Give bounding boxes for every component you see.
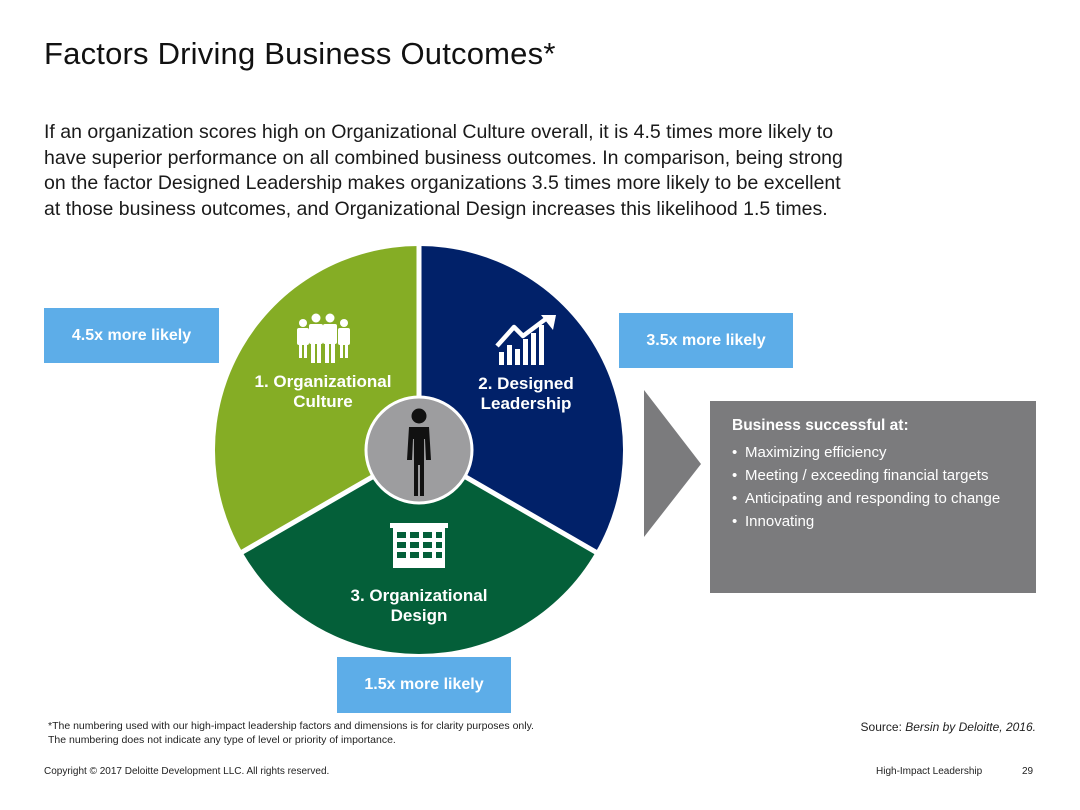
intro-line: If an organization scores high on Organi… <box>44 121 834 143</box>
callout-culture: 4.5x more likely <box>44 308 219 363</box>
outcome-item: Meeting / exceeding financial targets <box>732 466 1016 485</box>
outcomes-box: Business successful at: Maximizing effic… <box>710 401 1036 593</box>
person-icon <box>407 408 431 496</box>
source-prefix: Source: <box>860 720 906 734</box>
footnote: *The numbering used with our high-impact… <box>48 720 534 746</box>
segment-label-design: Design <box>391 606 448 625</box>
footer-title: High-Impact Leadership <box>876 766 983 777</box>
segment-label-leadership: 2. Designed <box>478 374 573 393</box>
outcome-item: Anticipating and responding to change <box>732 489 1016 508</box>
segment-label-culture: 1. Organizational <box>255 372 392 391</box>
callout-design: 1.5x more likely <box>337 657 511 713</box>
source-citation: Source: Bersin by Deloitte, 2016. <box>861 720 1036 734</box>
intro-line: have superior performance on all combine… <box>44 146 843 169</box>
segment-label-culture: Culture <box>293 392 353 411</box>
outcomes-list: Maximizing efficiency Meeting / exceedin… <box>732 443 1016 531</box>
segment-culture <box>214 246 419 552</box>
segment-leadership <box>419 246 624 552</box>
callout-leadership: 3.5x more likely <box>619 313 793 368</box>
building-icon <box>390 523 448 568</box>
intro-line: at those business outcomes, and Organiza… <box>44 197 828 220</box>
slide-title: Factors Driving Business Outcomes* <box>44 36 556 71</box>
arrow-chevron <box>644 390 701 537</box>
outcomes-heading: Business successful at: <box>732 417 909 434</box>
intro-text: If an organization scores high on Organi… <box>44 120 1034 222</box>
people-group-icon <box>297 313 350 363</box>
intro-line: on the factor Designed Leadership makes … <box>44 172 841 194</box>
copyright: Copyright © 2017 Deloitte Development LL… <box>44 766 330 777</box>
outcome-item: Innovating <box>732 512 1016 531</box>
growth-chart-icon <box>495 315 556 365</box>
segment-label-design: 3. Organizational <box>351 586 488 605</box>
source-text: Bersin by Deloitte, 2016. <box>905 720 1036 734</box>
segment-label-leadership: Leadership <box>481 394 572 413</box>
page-number: 29 <box>1022 766 1034 777</box>
outcome-item: Maximizing efficiency <box>732 443 1016 462</box>
